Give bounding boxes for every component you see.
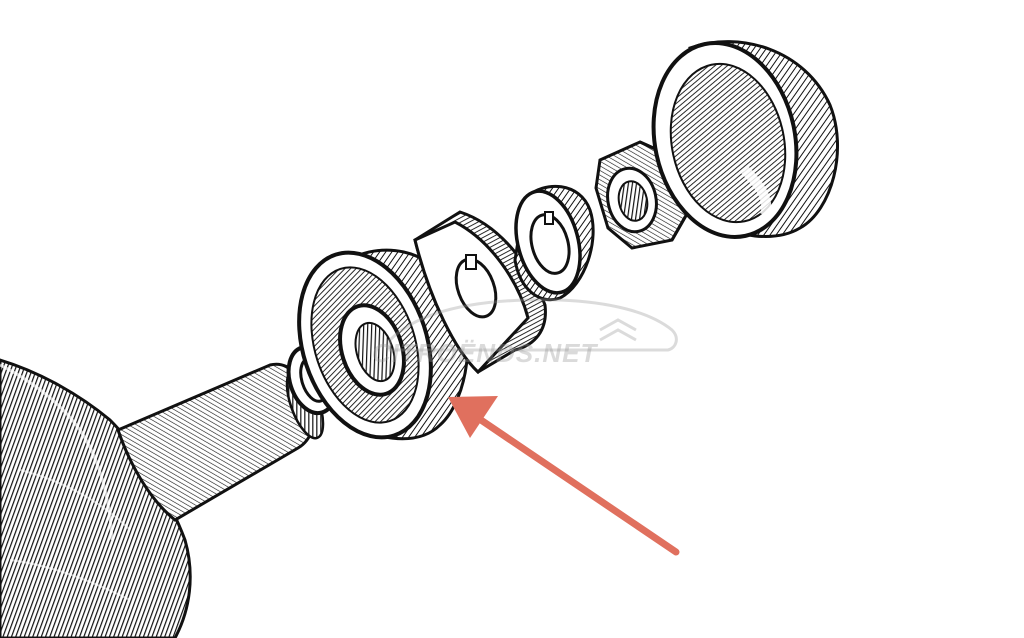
watermark-text: CITROËNDS.NET (372, 338, 598, 368)
axle-housing-icon (0, 358, 192, 638)
tab-washer-icon (513, 184, 595, 302)
lock-plate-icon (413, 210, 547, 375)
pointer-arrow (448, 396, 680, 556)
watermark-car-icon (388, 298, 678, 352)
dust-cap-icon (651, 40, 839, 239)
